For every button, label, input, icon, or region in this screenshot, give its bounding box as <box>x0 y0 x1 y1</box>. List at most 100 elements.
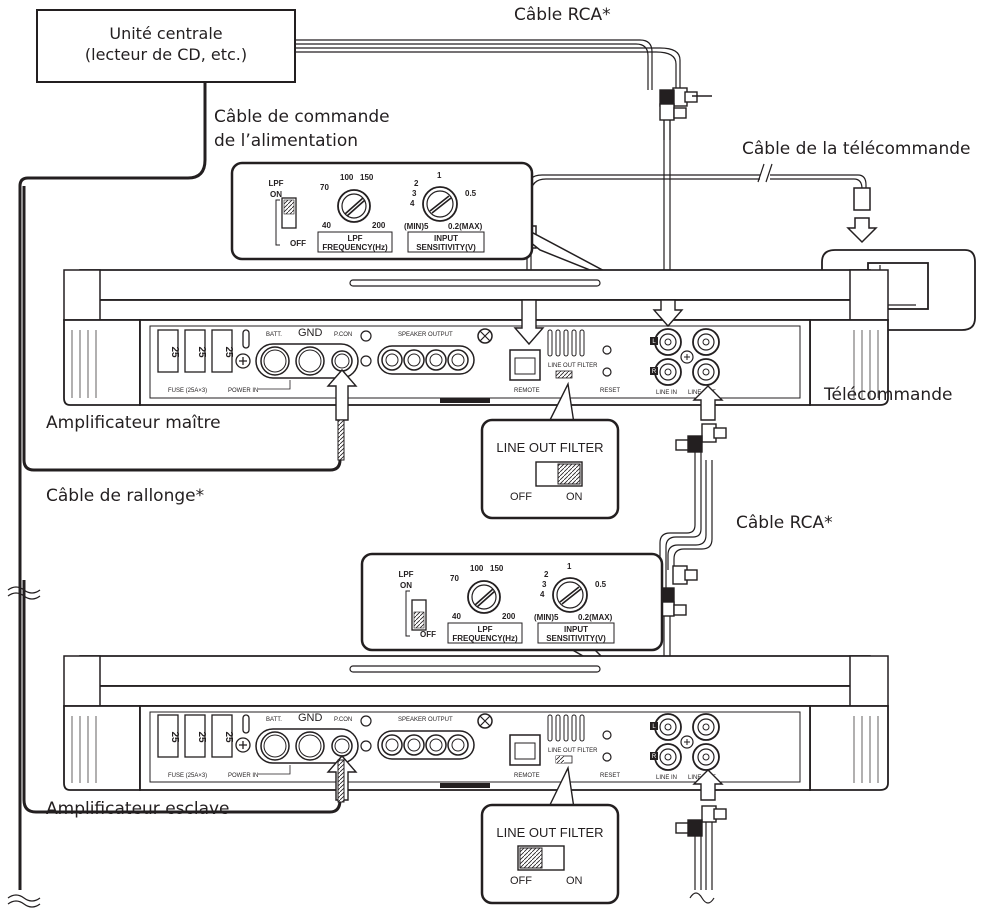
fuse-label: FUSE (25A×3) <box>168 388 207 394</box>
fuse-label-slave: FUSE (25A×3) <box>168 773 207 779</box>
sens-3-slave: 3 <box>542 580 547 589</box>
pcon-label-slave: P.CON <box>334 717 352 723</box>
sens-max-slave: 0.2(MAX) <box>578 613 613 622</box>
line-in-label: LINE IN <box>656 390 677 396</box>
lof-title-master: LINE OUT FILTER <box>496 440 603 455</box>
break-marks <box>7 586 41 908</box>
lof-label-small: LINE OUT FILTER <box>548 363 598 369</box>
freq-100: 100 <box>340 173 354 182</box>
head-unit-label: Unité centrale (lecteur de CD, etc.) <box>37 23 295 65</box>
power-in-label-slave: POWER IN <box>228 773 258 779</box>
slave-control-callout: LPF ON OFF 100 150 70 40 200 LPF FREQUEN… <box>360 552 664 681</box>
freq-200-slave: 200 <box>502 612 516 621</box>
remote-cable-break <box>757 163 773 183</box>
remote-plug-arrow <box>846 217 878 244</box>
reset-label-slave: RESET <box>600 773 620 779</box>
arrow-pcon-master <box>326 368 358 421</box>
speaker-output-label: SPEAKER OUTPUT <box>398 332 453 338</box>
arrow-rca-in <box>652 299 684 328</box>
sens-05: 0.5 <box>465 189 477 198</box>
lof-off-slave: OFF <box>510 875 532 887</box>
sens-2: 2 <box>414 179 419 188</box>
remote-port-label-slave: REMOTE <box>514 773 540 779</box>
speaker-terminals <box>377 345 475 375</box>
sens-1: 1 <box>437 171 442 180</box>
power-control-label-2: de l’alimentation <box>214 131 359 151</box>
head-unit-box <box>36 9 296 83</box>
rca-cable-middle-label: Câble RCA* <box>736 513 833 533</box>
remote-cable-label: Câble de la télécommande <box>742 139 971 159</box>
lpf-on-slave: ON <box>400 581 412 590</box>
freq-40-slave: 40 <box>452 612 461 621</box>
sens-min-slave: (MIN)5 <box>534 613 559 622</box>
sens-4-slave: 4 <box>540 590 545 599</box>
lof-on-master: ON <box>566 491 583 503</box>
freq-70: 70 <box>320 183 329 192</box>
lpf-freq-label-1: LPF <box>347 234 362 243</box>
lof-title-slave: LINE OUT FILTER <box>496 825 603 840</box>
arrow-remote-in <box>513 299 545 346</box>
lpf-freq-label-2-slave: FREQUENCY(Hz) <box>452 634 518 643</box>
lof-off-master: OFF <box>510 491 532 503</box>
sens-label-1: INPUT <box>434 234 458 243</box>
freq-150-slave: 150 <box>490 564 504 573</box>
vent-slots <box>547 329 585 357</box>
master-amplifier: 25 25 25 FUSE (25A×3) POWER IN BATT. GND… <box>63 269 889 406</box>
rca-cable-bottom <box>689 822 715 904</box>
slave-amp-label: Amplificateur esclave <box>46 799 230 819</box>
fuse-1-value-slave: 25 <box>169 731 180 743</box>
head-unit-line1: Unité centrale <box>109 24 223 43</box>
gnd-label: GND <box>298 327 323 339</box>
arrow-rca-out-slave <box>692 769 724 801</box>
rca-cable-top-label: Câble RCA* <box>514 5 611 25</box>
rca-plugs-top <box>659 87 712 121</box>
sens-min: (MIN)5 <box>404 222 429 231</box>
extension-cable-label: Câble de rallonge* <box>46 486 205 506</box>
sens-1-slave: 1 <box>567 562 572 571</box>
sens-2-slave: 2 <box>544 570 549 579</box>
master-amp-label: Amplificateur maître <box>46 413 221 433</box>
ch-r: R <box>652 369 657 375</box>
rca-plugs-middle <box>659 423 727 617</box>
sens-label-2-slave: SENSITIVITY(V) <box>546 634 606 643</box>
head-unit-line2: (lecteur de CD, etc.) <box>84 45 248 64</box>
fuse-3-value: 25 <box>223 346 234 358</box>
lpf-label-slave: LPF <box>398 570 413 579</box>
fuse-3-value-slave: 25 <box>223 731 234 743</box>
sens-3: 3 <box>412 189 417 198</box>
lof-label-small-slave: LINE OUT FILTER <box>548 748 598 754</box>
batt-label: BATT. <box>266 332 282 338</box>
fuse-1-value: 25 <box>169 346 180 358</box>
fuses <box>157 329 251 373</box>
freq-40: 40 <box>322 221 331 230</box>
freq-70-slave: 70 <box>450 574 459 583</box>
rca-cable-middle <box>659 450 713 700</box>
lpf-off-slave: OFF <box>420 630 436 639</box>
ch-l-slave: L <box>652 724 656 730</box>
sens-label-1-slave: INPUT <box>564 625 588 634</box>
power-control-cable <box>18 82 342 890</box>
lpf-freq-label-2: FREQUENCY(Hz) <box>322 243 388 252</box>
sens-max: 0.2(MAX) <box>448 222 483 231</box>
line-in-label-slave: LINE IN <box>656 775 677 781</box>
remote-label: Télécommande <box>824 385 953 405</box>
pcon-label: P.CON <box>334 332 352 338</box>
lpf-off-label: OFF <box>290 239 306 248</box>
fuse-2-value-slave: 25 <box>196 731 207 743</box>
rca-plugs-bottom <box>675 805 727 837</box>
rca-jacks <box>654 328 720 386</box>
lpf-freq-label-1-slave: LPF <box>477 625 492 634</box>
freq-150: 150 <box>360 173 374 182</box>
lof-on-slave: ON <box>566 875 583 887</box>
lof-callout-slave: LINE OUT FILTER OFF ON <box>480 765 620 905</box>
remote-plug <box>853 187 871 211</box>
sens-label-2: SENSITIVITY(V) <box>416 243 476 252</box>
batt-label-slave: BATT. <box>266 717 282 723</box>
speaker-output-label-slave: SPEAKER OUTPUT <box>398 717 453 723</box>
lpf-label: LPF <box>268 179 283 188</box>
lof-callout-master: LINE OUT FILTER OFF ON <box>480 381 620 520</box>
power-control-label-1: Câble de commande <box>214 107 390 127</box>
freq-200: 200 <box>372 221 386 230</box>
